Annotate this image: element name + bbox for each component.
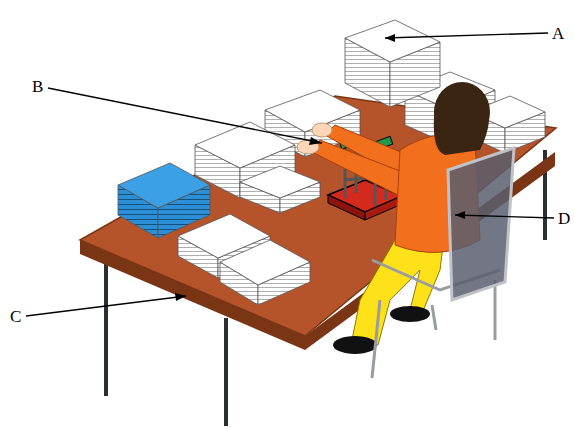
arrowhead [455, 211, 465, 219]
callout-letter: C [10, 308, 21, 325]
chair [372, 148, 514, 378]
leader-lines [26, 33, 554, 316]
callout-letter: A [552, 25, 564, 42]
arrowhead [385, 34, 395, 42]
arrowhead [175, 293, 186, 301]
arrowhead [309, 137, 322, 145]
callout-letter: D [558, 210, 570, 227]
callout-letter: B [32, 78, 43, 95]
paper-stacks [118, 20, 545, 305]
